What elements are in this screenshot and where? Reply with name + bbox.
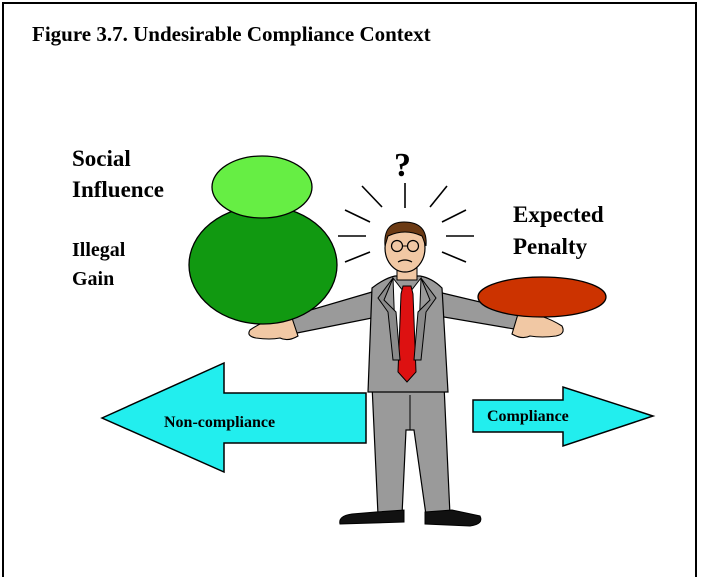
expected-penalty-weight (477, 276, 607, 318)
compliance-label: Compliance (487, 408, 569, 425)
compliance-arrow: Compliance (472, 385, 656, 448)
label-penalty-line1: Expected (513, 202, 604, 227)
label-social-line1: Social (72, 146, 131, 171)
figure-title: Figure 3.7. Undesirable Compliance Conte… (32, 22, 431, 46)
worry-lines (338, 183, 474, 263)
label-penalty-line2: Penalty (513, 234, 588, 259)
non-compliance-arrow: Non-compliance (100, 361, 367, 474)
question-mark: ? (394, 147, 411, 184)
non-compliance-label: Non-compliance (164, 414, 275, 431)
social-influence-weight (211, 155, 313, 219)
label-social-line2: Influence (72, 177, 164, 202)
label-illegal-line1: Illegal (72, 239, 126, 261)
label-illegal-line2: Gain (72, 268, 114, 290)
illegal-gain-weight (188, 205, 338, 325)
person-shrugging-icon (248, 221, 564, 527)
